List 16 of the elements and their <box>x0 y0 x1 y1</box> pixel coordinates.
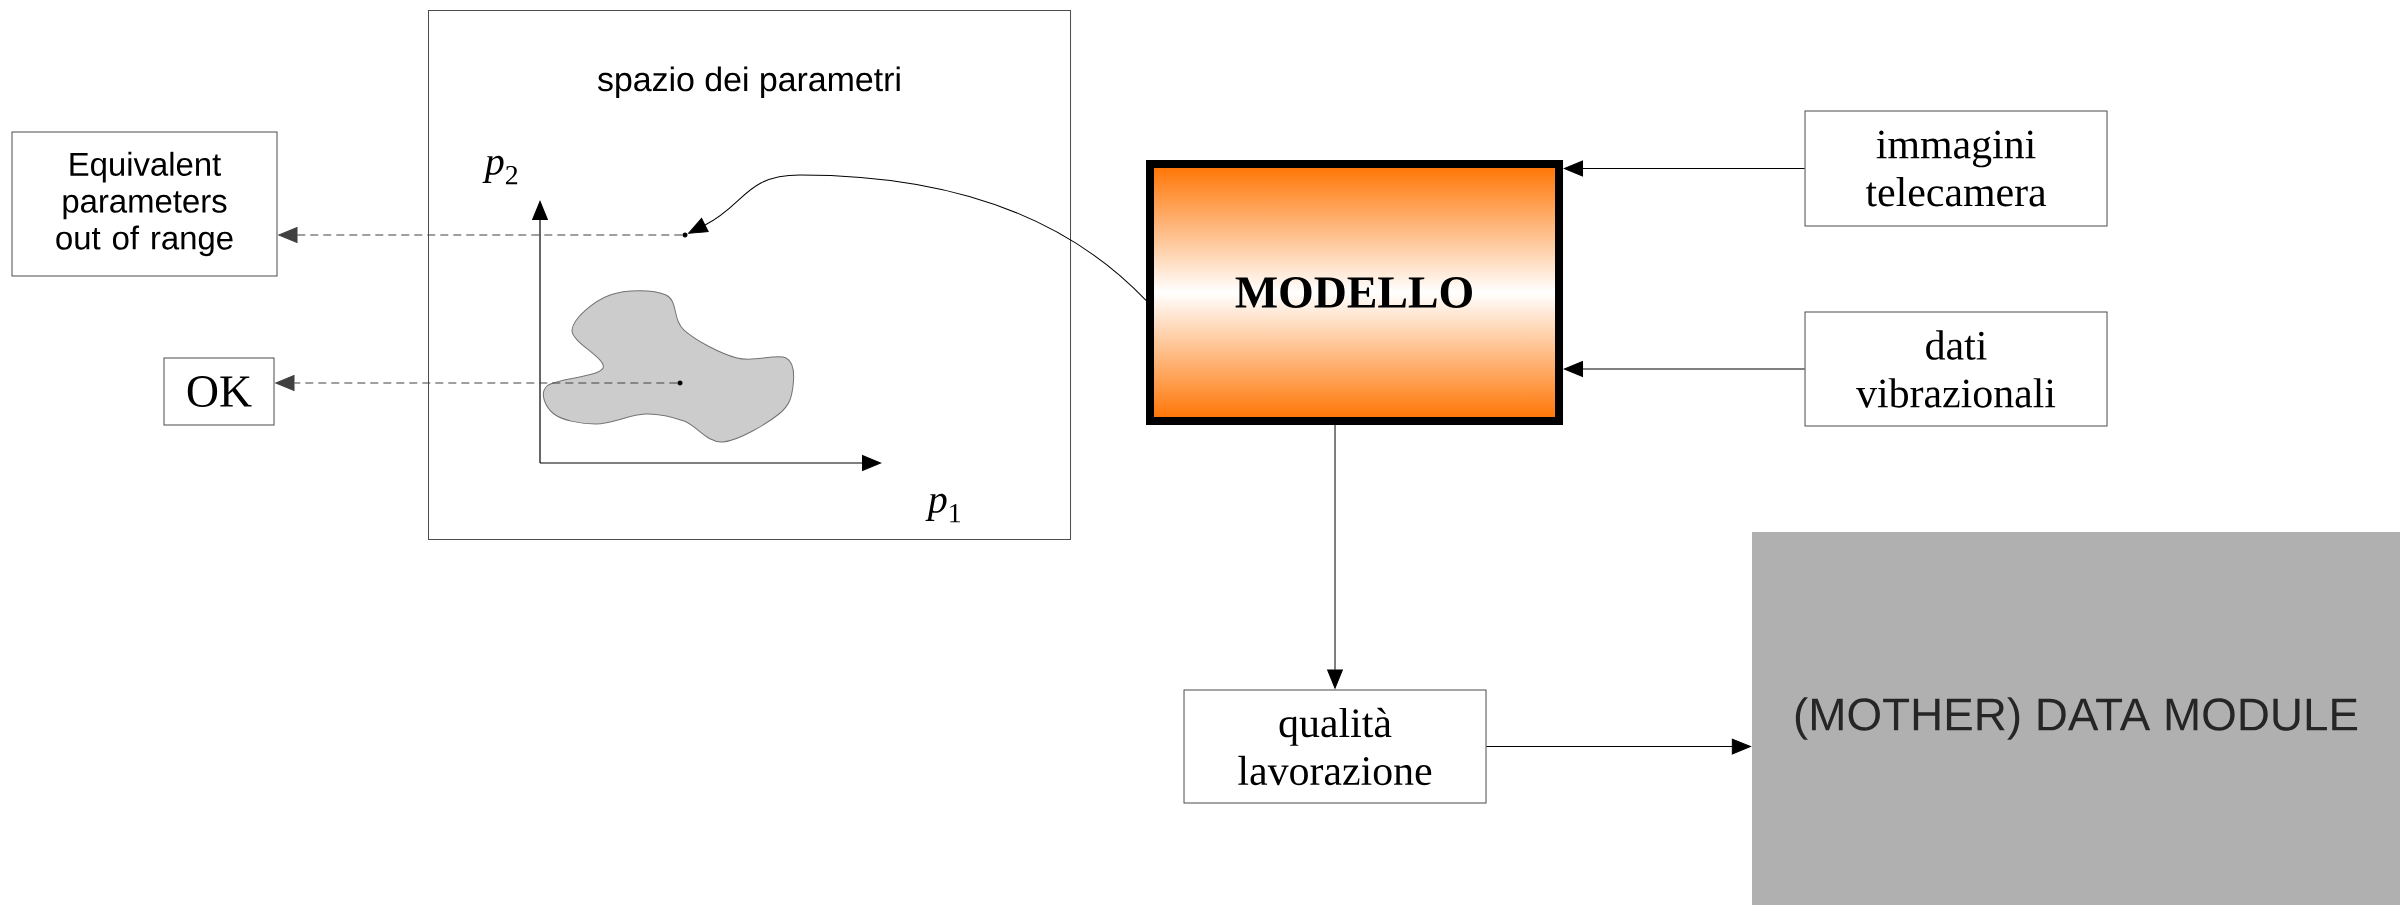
dashed-arrow <box>275 375 678 391</box>
arrow <box>1563 160 1805 177</box>
result-box: OK <box>163 357 275 426</box>
arrow <box>1327 424 1343 689</box>
axis-label: p$_{1}$ <box>925 493 960 523</box>
result-box: Equivalent parameters out of range <box>11 131 278 277</box>
axis-label: p$_{2}$ <box>482 155 518 185</box>
dashed-arrow <box>278 227 683 243</box>
arrow <box>1486 738 1751 755</box>
data-module-block: (MOTHER) DATA MODULE <box>1752 532 2400 905</box>
model-box: MODELLO <box>1146 160 1563 425</box>
input-box: dati vibrazionali <box>1804 311 2108 427</box>
arrow <box>1563 361 1805 377</box>
curved-arrow <box>688 174 1147 301</box>
input-box: immagini telecamera <box>1804 110 2108 227</box>
output-box: qualità lavorazione <box>1183 689 1487 804</box>
